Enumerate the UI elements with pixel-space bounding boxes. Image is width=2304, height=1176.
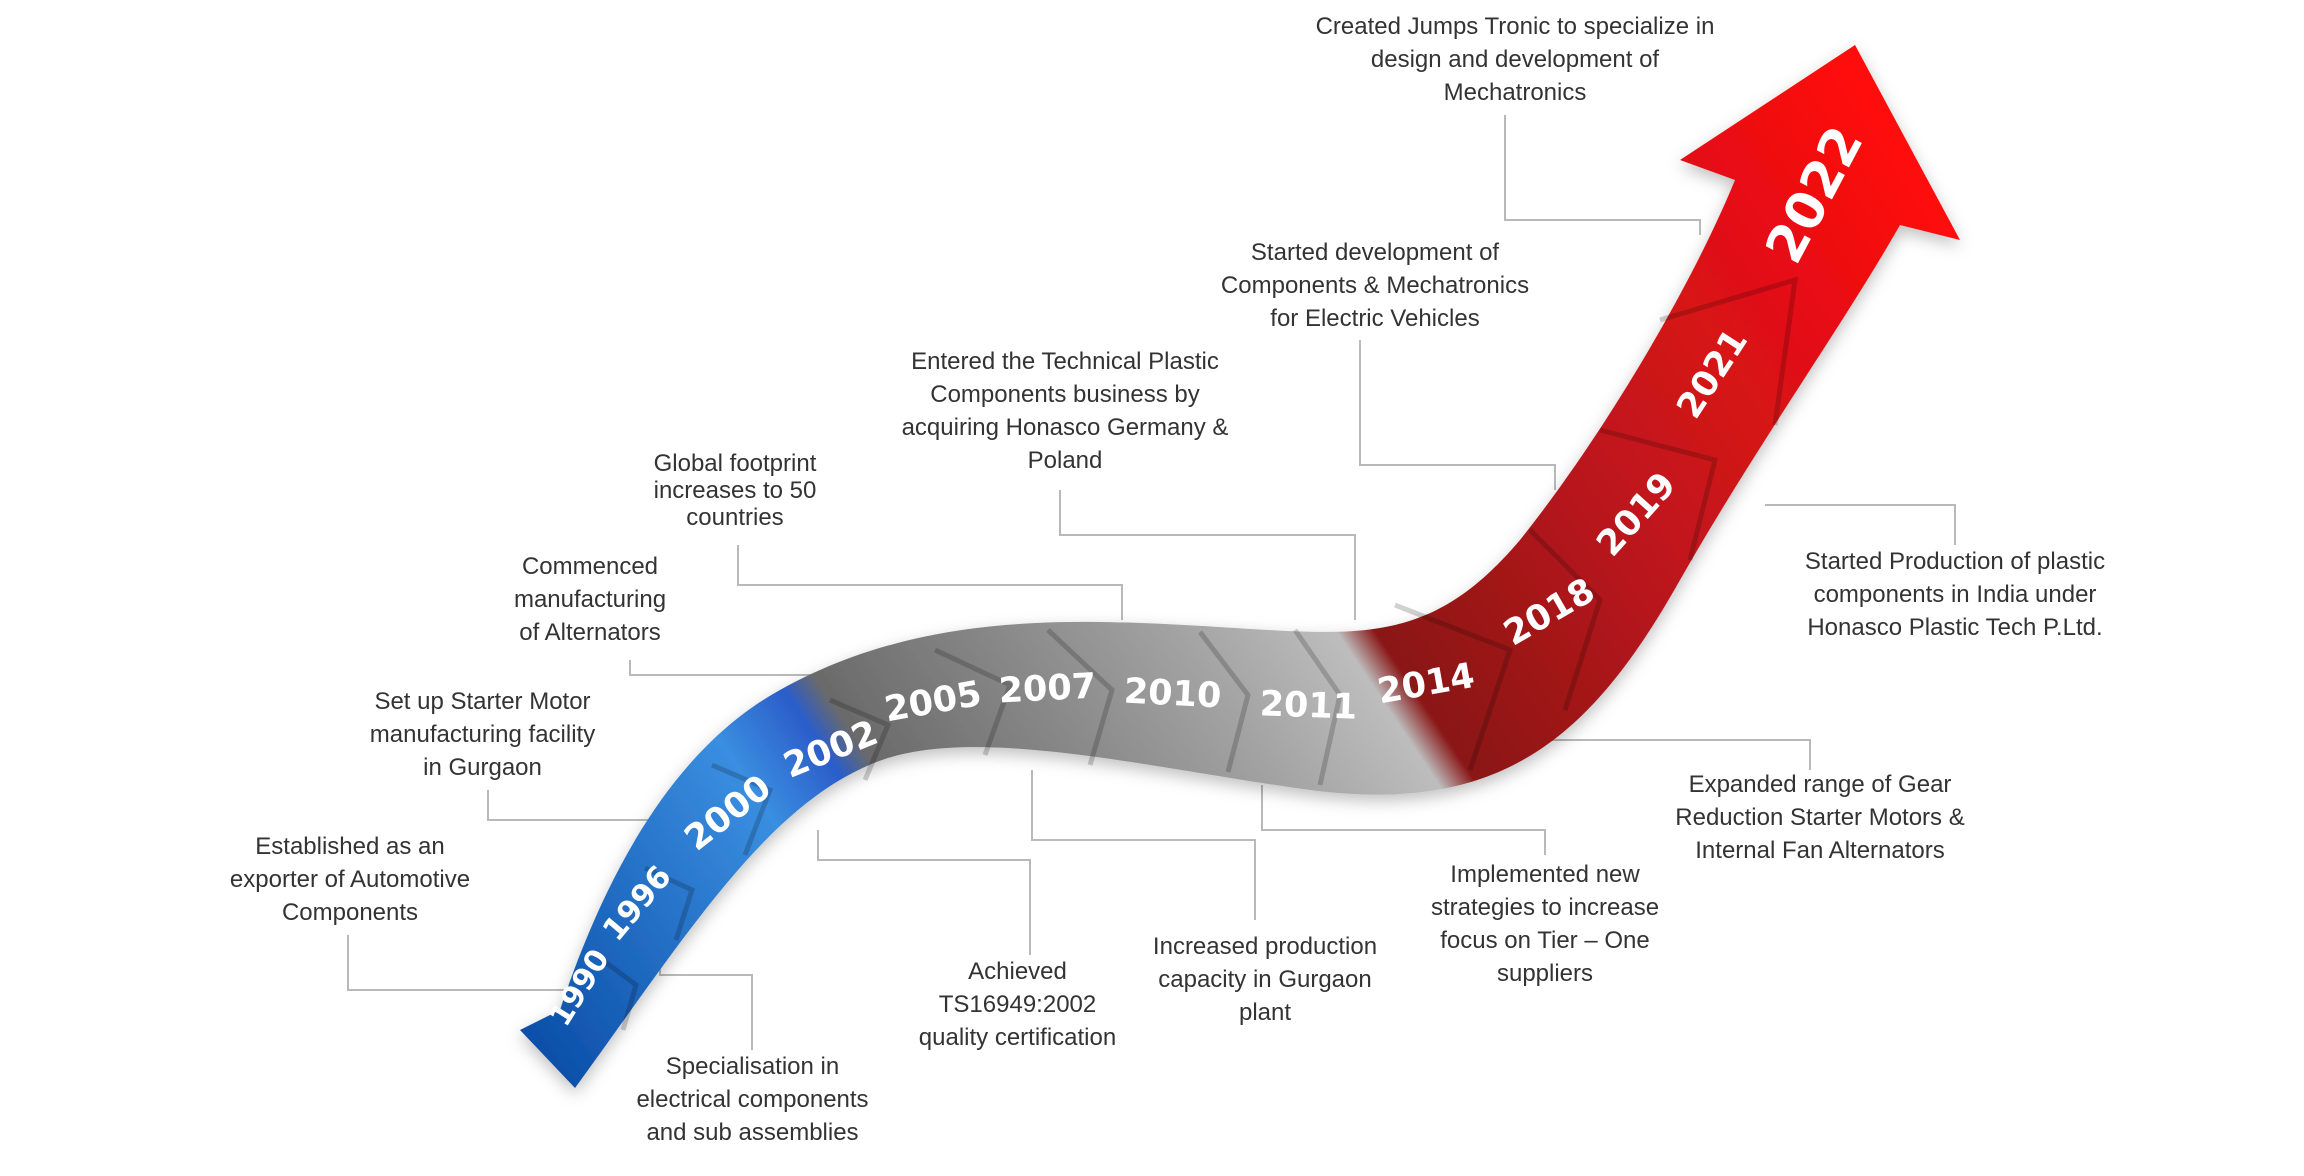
milestone-2021-line-3: for Electric Vehicles (1270, 305, 1480, 332)
milestone-2010-line-3: countries (686, 504, 784, 531)
milestone-2021-line-2: Components & Mechatronics (1220, 272, 1530, 299)
chevron-2018 (1528, 528, 1603, 711)
milestone-2021-line-1: Started development of (1250, 239, 1500, 266)
leader-2000 (487, 790, 665, 821)
milestone-2014-line-2: Components business by (930, 381, 1200, 408)
milestone-2005-line-1: Commenced (521, 553, 659, 580)
milestone-2007-description: Increased production capacity in Gurgaon… (1115, 930, 1415, 1029)
milestone-2000-line-3: in Gurgaon (423, 754, 542, 781)
milestone-2014-line-4: Poland (1027, 447, 1103, 474)
year-label-2007: 2007 (998, 666, 1097, 711)
milestone-2005-line-2: manufacturing (513, 586, 667, 613)
milestone-1990-description: Established as an exporter of Automotive… (195, 830, 505, 929)
milestone-2019-line-1: Started Production of plastic (1804, 548, 2106, 575)
leader-2007 (1031, 770, 1256, 920)
chevron-2010 (1198, 630, 1251, 773)
milestone-1996-line-1: Specialisation in (665, 1053, 840, 1080)
chevron-2002 (829, 697, 892, 781)
leader-2022 (1504, 115, 1701, 235)
milestone-2002-line-1: Achieved (968, 958, 1067, 985)
milestone-2005-line-3: of Alternators (519, 619, 661, 646)
milestone-1996-description: Specialisation in electrical components … (595, 1050, 910, 1149)
year-label-2011: 2011 (1259, 684, 1358, 727)
milestone-2010-line-2: increases to 50 (653, 477, 817, 504)
leader-lines (347, 115, 1956, 1050)
segment-chevrons (594, 276, 1799, 1031)
milestone-2002-line-2: TS16949:2002 (938, 991, 1097, 1018)
milestone-2007-line-2: capacity in Gurgaon (1158, 966, 1372, 993)
milestone-1996-line-2: electrical components (636, 1086, 869, 1113)
leader-2011 (1261, 785, 1546, 855)
milestone-2022-line-1: Created Jumps Tronic to specialize in (1315, 13, 1715, 40)
leader-2005 (629, 660, 852, 676)
milestone-2007-line-1: Increased production (1152, 933, 1378, 960)
leader-2018 (1545, 739, 1811, 770)
chevron-2014 (1394, 602, 1514, 771)
milestone-2018-line-1: Expanded range of Gear (1688, 771, 1952, 798)
milestone-2007-line-3: plant (1238, 999, 1292, 1026)
leader-2010 (737, 545, 1123, 620)
milestone-2022-line-3: Mechatronics (1443, 79, 1587, 106)
chevron-2005 (933, 647, 1014, 756)
milestone-2011-line-1: Implemented new (1450, 861, 1640, 888)
milestone-2002-line-3: quality certification (918, 1024, 1117, 1051)
chevron-2019 (1599, 427, 1719, 561)
milestone-2018-line-2: Reduction Starter Motors & (1675, 804, 1965, 831)
chevron-2011 (1292, 628, 1343, 786)
timeline-arrow-band (520, 45, 1960, 1088)
chevron-2021 (1659, 276, 1799, 426)
milestone-1990-line-1: Established as an (255, 833, 445, 860)
milestone-2022-description: Created Jumps Tronic to specialize in de… (1275, 10, 1755, 109)
leader-2002 (817, 830, 1031, 955)
leader-2019 (1765, 504, 1956, 545)
chevron-2000 (711, 762, 774, 856)
leader-2014 (1059, 490, 1356, 620)
milestone-2011-line-4: suppliers (1496, 960, 1594, 987)
milestone-1990-line-2: exporter of Automotive (229, 866, 471, 893)
milestone-2005-description: Commenced manufacturing of Alternators (470, 550, 710, 649)
milestone-2019-description: Started Production of plastic components… (1765, 545, 2145, 644)
milestone-2018-description: Expanded range of Gear Reduction Starter… (1640, 768, 2000, 867)
milestone-2011-line-2: strategies to increase (1430, 894, 1660, 921)
milestone-2011-description: Implemented new strategies to increase f… (1395, 858, 1695, 990)
milestone-2000-description: Set up Starter Motor manufacturing facil… (325, 685, 640, 784)
year-label-2010: 2010 (1123, 671, 1222, 716)
milestone-2018-line-3: Internal Fan Alternators (1695, 837, 1945, 864)
leader-1990 (347, 935, 575, 991)
milestone-2021-description: Started development of Components & Mech… (1180, 236, 1570, 335)
milestone-2002-description: Achieved TS16949:2002 quality certificat… (880, 955, 1155, 1054)
milestone-2000-line-1: Set up Starter Motor (374, 688, 591, 715)
milestone-2000-line-2: manufacturing facility (369, 721, 596, 748)
leader-1996 (659, 955, 753, 1050)
milestone-2010-description: Global footprint increases to 50 countri… (620, 447, 850, 534)
milestone-1996-line-3: and sub assemblies (646, 1119, 859, 1146)
milestone-2014-description: Entered the Technical Plastic Components… (865, 345, 1265, 477)
milestone-2022-line-2: design and development of (1370, 46, 1660, 73)
milestone-2014-line-1: Entered the Technical Plastic (911, 348, 1219, 375)
milestone-2019-line-2: components in India under (1813, 581, 2097, 608)
chevron-1990 (594, 953, 639, 1031)
chevron-2007 (1046, 628, 1115, 766)
milestone-2019-line-3: Honasco Plastic Tech P.Ltd. (1807, 614, 2103, 641)
chevron-1996 (643, 865, 696, 941)
milestone-1990-line-3: Components (281, 899, 419, 926)
milestone-2010-line-1: Global footprint (653, 450, 817, 477)
milestone-2011-line-3: focus on Tier – One (1440, 927, 1650, 954)
milestone-2014-line-3: acquiring Honasco Germany & (901, 414, 1229, 441)
leader-2021 (1359, 340, 1556, 490)
